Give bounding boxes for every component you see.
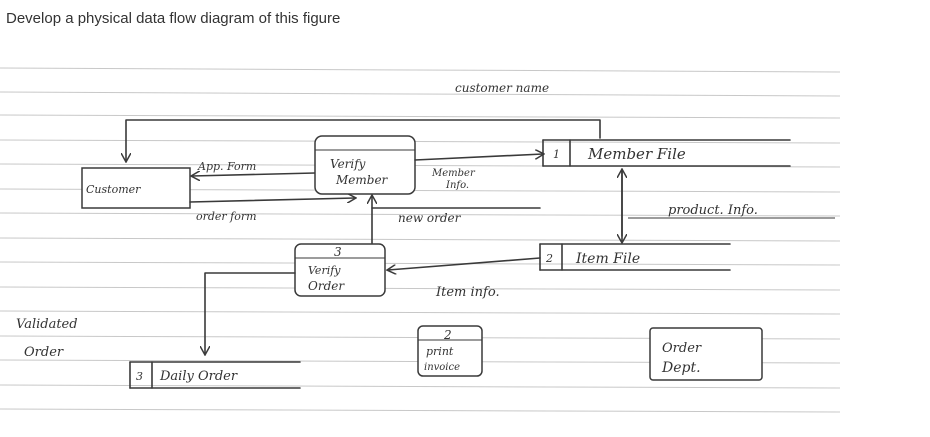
svg-text:Verify: Verify <box>308 264 341 277</box>
svg-text:Info.: Info. <box>445 180 469 191</box>
verify-member-process: Verify Member <box>314 135 416 195</box>
svg-text:Member: Member <box>431 168 476 179</box>
svg-text:print: print <box>426 345 454 358</box>
svg-text:Customer: Customer <box>86 183 141 196</box>
flow-order-form: order form <box>189 198 355 223</box>
svg-text:Member File: Member File <box>587 145 686 163</box>
svg-text:invoice: invoice <box>424 362 460 373</box>
flow-app-form: App. Form <box>192 160 316 176</box>
svg-text:product. Info.: product. Info. <box>668 203 758 218</box>
flow-new-order: new order <box>372 196 541 244</box>
verify-order-process: 3 Verify Order <box>294 243 386 297</box>
svg-text:Order: Order <box>662 341 702 356</box>
svg-text:Daily Order: Daily Order <box>159 369 238 384</box>
svg-text:App. Form: App. Form <box>197 160 256 173</box>
svg-text:1: 1 <box>553 148 560 161</box>
order-dept-entity: Order Dept. <box>649 327 763 381</box>
svg-text:3: 3 <box>334 245 342 259</box>
data-flow-diagram-sketch: customer name Customer App. Form order f… <box>0 67 841 413</box>
flow-customer-name: customer name <box>126 81 601 161</box>
svg-text:Order: Order <box>24 345 64 360</box>
flow-item-info: Item info. <box>388 257 541 300</box>
customer-entity: Customer <box>81 167 191 209</box>
print-invoice-process: 2 print invoice <box>417 325 483 377</box>
svg-text:2: 2 <box>443 328 452 342</box>
svg-text:Member: Member <box>335 173 389 187</box>
svg-text:Validated: Validated <box>16 317 78 332</box>
svg-text:Verify: Verify <box>330 157 366 171</box>
svg-text:3: 3 <box>136 370 143 383</box>
svg-text:customer name: customer name <box>455 81 549 95</box>
svg-text:Item File: Item File <box>575 251 640 267</box>
flow-product-info: product. Info. <box>622 170 835 242</box>
item-file-store: 2 Item File <box>539 243 731 271</box>
member-file-store: 1 Member File <box>542 139 791 167</box>
svg-text:new order: new order <box>398 211 462 225</box>
flow-member-info: Member Info. <box>414 154 543 191</box>
flow-validated-order: Validated Order <box>16 272 296 360</box>
svg-text:Dept.: Dept. <box>661 360 701 376</box>
svg-text:order form: order form <box>196 210 257 223</box>
svg-text:2: 2 <box>545 252 553 265</box>
question-text: Develop a physical data flow diagram of … <box>6 10 341 27</box>
svg-text:Order: Order <box>308 279 345 293</box>
daily-order-store: 3 Daily Order <box>129 361 301 389</box>
svg-text:Item info.: Item info. <box>435 285 500 300</box>
